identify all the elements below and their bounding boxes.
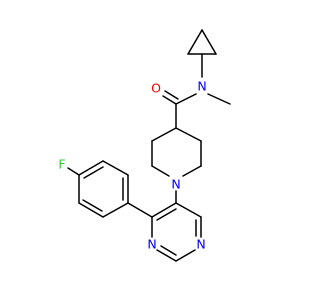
bond-ph-c4-c5 [78, 160, 104, 176]
bond-pyr-c2-n3-inner [160, 245, 177, 256]
bond-pyrimidine-to-phenyl [127, 202, 153, 218]
atom-label-fluorine: F [58, 157, 65, 172]
bond-pyr-c4-c5-inner [156, 208, 177, 221]
bond-pip-c4-c3 [151, 127, 177, 142]
bond-carbonyl-2 [164, 90, 179, 100]
bond-ph-c2-c3 [78, 202, 104, 218]
bond-pyr-n1-c2 [175, 249, 196, 262]
bond-ph-c1-c2 [102, 202, 129, 218]
atom-label-o-carbonyl: O [151, 81, 161, 96]
bond-n-methyl [207, 93, 231, 105]
bond-pyr-c4-c5 [151, 202, 177, 218]
atom-label-n-amide: N [197, 79, 206, 94]
bond-pip-c2-n [151, 165, 170, 177]
bond-carbonyl-1 [162, 95, 177, 105]
atom-label-n-piperidine: N [171, 177, 180, 192]
bond-pyr-c2-n3 [156, 249, 177, 262]
bond-pyr-c5-c6 [175, 202, 202, 218]
atom-label-n-pyrimidine-2: N [147, 237, 156, 252]
bond-cyclopropyl-2 [201, 29, 217, 55]
bond-cyclopropyl-1 [187, 29, 203, 55]
structure-canvas: F N N O N N [58, 29, 231, 262]
bond-amide-n-c [175, 93, 197, 105]
bond-pip-c5-c4 [175, 127, 202, 142]
bond-ph-c4-c5-inner [83, 166, 104, 179]
atom-label-n-pyrimidine-1: N [196, 237, 205, 252]
bond-ph-c5-c6 [102, 160, 129, 176]
bond-c-f [67, 167, 80, 176]
molecule-structure: F N N O N N [58, 29, 231, 262]
bond-ph-c2-c3-inner [82, 199, 103, 212]
bond-pip-n-c6 [182, 165, 202, 177]
